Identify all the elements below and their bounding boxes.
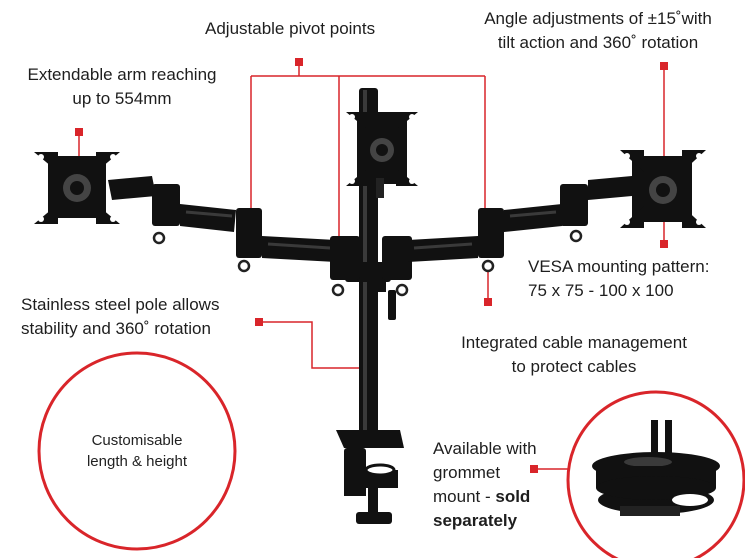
customisable-label: Customisable length & height: [67, 430, 207, 472]
cable-marker: [484, 298, 492, 306]
vesa-pattern-label: VESA mounting pattern: 75 x 75 - 100 x 1…: [528, 255, 709, 303]
cable-label-line2: to protect cables: [511, 357, 637, 376]
arm-label-line1: Extendable arm reaching: [27, 65, 217, 84]
left-arm: [108, 176, 360, 297]
cable-label-line1: Integrated cable management: [461, 333, 687, 352]
extendable-arm-label: Extendable arm reaching up to 554mm: [8, 63, 236, 111]
angle-label-line1: Angle adjustments of ±15˚with: [484, 9, 712, 28]
custom-label-line2: length & height: [86, 453, 188, 470]
pivot-marker: [295, 58, 303, 66]
grommet-label-line3: mount - sold: [433, 485, 537, 509]
vesa-label-line1: VESA mounting pattern:: [528, 257, 710, 276]
grommet-availability-label: Available with grommet mount - sold sepa…: [433, 437, 537, 533]
custom-label-line1: Customisable: [91, 432, 183, 449]
arm-marker: [75, 128, 83, 136]
grommet-sold-text: sold: [495, 487, 531, 506]
grommet-label-line3a: mount -: [433, 487, 496, 506]
cable-management-label: Integrated cable management to protect c…: [438, 331, 710, 379]
center-vesa-plate: [346, 112, 418, 198]
pivot-callout-line: [250, 62, 486, 240]
callout-lines: [78, 62, 665, 470]
left-vesa-plate: [34, 152, 120, 224]
grommet-circle-group: [566, 390, 745, 558]
angle-marker: [660, 62, 668, 70]
vesa-label-line2: 75 x 75 - 100 x 100: [528, 281, 674, 300]
angle-adjustment-label: Angle adjustments of ±15˚with tilt actio…: [468, 7, 728, 55]
steel-pole-label: Stainless steel pole allows stability an…: [21, 293, 219, 341]
pole-marker: [255, 318, 263, 326]
desk-clamp: [336, 430, 404, 524]
grommet-marker: [530, 465, 538, 473]
arm-label-line2: up to 554mm: [72, 89, 172, 108]
grommet-label-line4: separately: [433, 509, 537, 533]
grommet-mount-image: [592, 420, 720, 516]
grommet-label-line2: grommet: [433, 463, 501, 482]
grommet-label-line1: Available with: [433, 439, 537, 458]
right-arm: [382, 176, 632, 297]
pivot-points-label: Adjustable pivot points: [205, 19, 376, 38]
pole-callout-line: [260, 321, 360, 369]
right-vesa-plate: [620, 150, 706, 228]
vesa-marker: [660, 240, 668, 248]
pole-label-line2: stability and 360˚ rotation: [21, 319, 211, 338]
pole-label-line1: Stainless steel pole allows: [21, 295, 220, 314]
callout-markers: [75, 58, 668, 473]
angle-label-line2: tilt action and 360˚ rotation: [497, 33, 699, 52]
grommet-separately-text: separately: [433, 511, 518, 530]
customisable-circle: [37, 351, 237, 551]
